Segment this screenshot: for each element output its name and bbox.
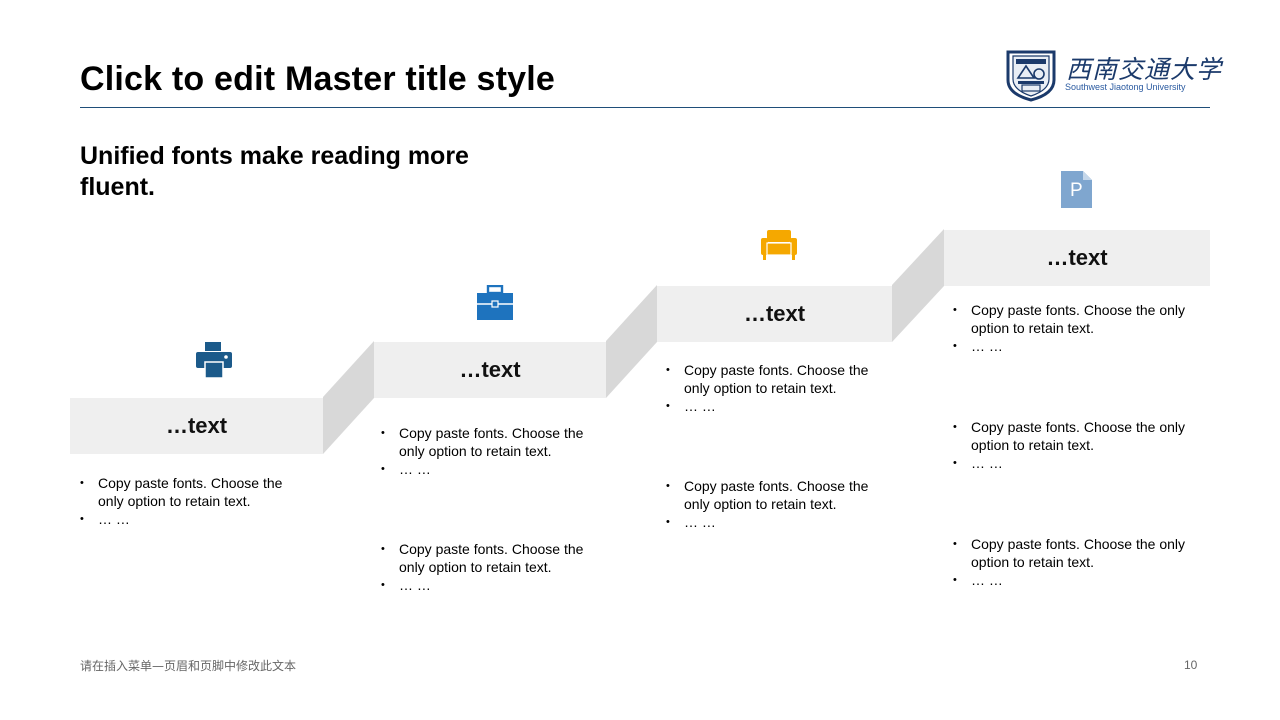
list-item[interactable]: … … xyxy=(953,337,1203,355)
document-icon: P xyxy=(1061,171,1092,208)
step-3-bullets-2: Copy paste fonts. Choose the only option… xyxy=(666,477,896,531)
list-item[interactable]: Copy paste fonts. Choose the only option… xyxy=(666,477,896,513)
list-item[interactable]: … … xyxy=(666,397,896,415)
list-item[interactable]: … … xyxy=(953,454,1203,472)
stair-riser-1 xyxy=(323,341,374,454)
list-item[interactable]: Copy paste fonts. Choose the only option… xyxy=(953,301,1203,337)
list-item[interactable]: … … xyxy=(80,510,310,528)
document-icon-letter: P xyxy=(1070,180,1083,201)
slide-title[interactable]: Click to edit Master title style xyxy=(80,60,555,98)
university-emblem-icon xyxy=(1006,50,1056,102)
page-number: 10 xyxy=(1184,658,1198,672)
step-4-bullets-3: Copy paste fonts. Choose the only option… xyxy=(953,535,1203,589)
title-divider xyxy=(80,107,1210,108)
step-2-heading[interactable]: …text xyxy=(374,342,606,398)
stair-riser-2 xyxy=(606,285,657,398)
step-2-bullets-1: Copy paste fonts. Choose the only option… xyxy=(381,424,611,478)
footer-text[interactable]: 请在插入菜单—页眉和页脚中修改此文本 xyxy=(80,659,297,673)
step-3-heading[interactable]: …text xyxy=(657,286,892,342)
list-item[interactable]: … … xyxy=(666,513,896,531)
step-4-bullets-2: Copy paste fonts. Choose the only option… xyxy=(953,418,1203,472)
list-item[interactable]: Copy paste fonts. Choose the only option… xyxy=(666,361,896,397)
step-1-heading[interactable]: …text xyxy=(70,398,323,454)
list-item[interactable]: … … xyxy=(953,571,1203,589)
list-item[interactable]: Copy paste fonts. Choose the only option… xyxy=(381,540,611,576)
list-item[interactable]: … … xyxy=(381,460,611,478)
armchair-icon xyxy=(761,230,797,260)
stair-riser-3 xyxy=(892,229,944,342)
printer-icon xyxy=(196,342,232,379)
step-2-bullets-2: Copy paste fonts. Choose the only option… xyxy=(381,540,611,594)
list-item[interactable]: Copy paste fonts. Choose the only option… xyxy=(953,535,1203,571)
briefcase-icon xyxy=(477,285,513,320)
step-4-heading[interactable]: …text xyxy=(944,230,1210,286)
university-logo: 西南交通大学 Southwest Jiaotong University xyxy=(1004,46,1221,102)
slide-subtitle[interactable]: Unified fonts make reading more fluent. xyxy=(80,142,469,201)
logo-name-cn: 西南交通大学 xyxy=(1066,55,1223,84)
list-item[interactable]: Copy paste fonts. Choose the only option… xyxy=(953,418,1203,454)
step-4-bullets-1: Copy paste fonts. Choose the only option… xyxy=(953,301,1203,355)
logo-name-en: Southwest Jiaotong University xyxy=(1065,82,1186,92)
list-item[interactable]: Copy paste fonts. Choose the only option… xyxy=(80,474,310,510)
list-item[interactable]: … … xyxy=(381,576,611,594)
list-item[interactable]: Copy paste fonts. Choose the only option… xyxy=(381,424,611,460)
step-1-bullets-1: Copy paste fonts. Choose the only option… xyxy=(80,474,310,528)
step-3-bullets-1: Copy paste fonts. Choose the only option… xyxy=(666,361,896,415)
